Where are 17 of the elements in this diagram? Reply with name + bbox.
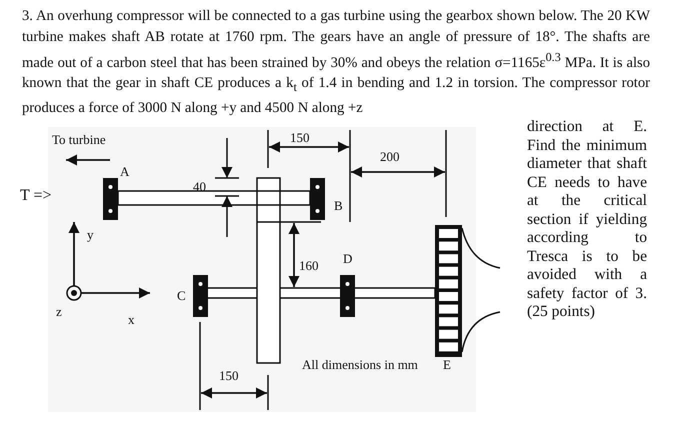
axis-label: z — [56, 305, 62, 318]
point-letter: E — [443, 358, 451, 371]
axis-label: x — [128, 313, 134, 326]
dimension-value: 150 — [290, 131, 310, 144]
note: All dimensions in mm — [302, 358, 418, 371]
point-letter: B — [334, 199, 343, 212]
point-letter: A — [120, 165, 130, 178]
axis-label: y — [87, 228, 94, 241]
direction-label: To turbine — [52, 133, 106, 146]
point-letter: D — [343, 252, 352, 265]
problem-text: 3. An overhung compressor will be connected to a gas turbine using the gearbox shown below. The 20 KW turbine makes shaft AB rotate at 1760 rpm. The gears have an angle of pressure of 18°. The shafts are made out of a carbon steel that has been strained by 30% and obeys the relation σ=1165ε$^{0.3}$ MPa. It is also known that the gear in shaft CE produces a k$_{t}$ of 1.4 in bending and 1.2 in torsion. The compressor rotor produces a force of 3000 N along +y and 4500 N along +z — [22, 7, 650, 118]
problem-text: direction at E. Find the minimum diameter that shaft CE needs to have at the critical section if yielding according to Tresca is to be avoided with a safety factor of 3. (25 points) — [527, 118, 647, 322]
point-letter: C — [177, 289, 186, 302]
torque-label: T => — [20, 188, 52, 204]
dimension-value: 160 — [299, 259, 318, 272]
dimension-value: 200 — [380, 150, 400, 163]
dimension-value: 150 — [219, 369, 238, 382]
